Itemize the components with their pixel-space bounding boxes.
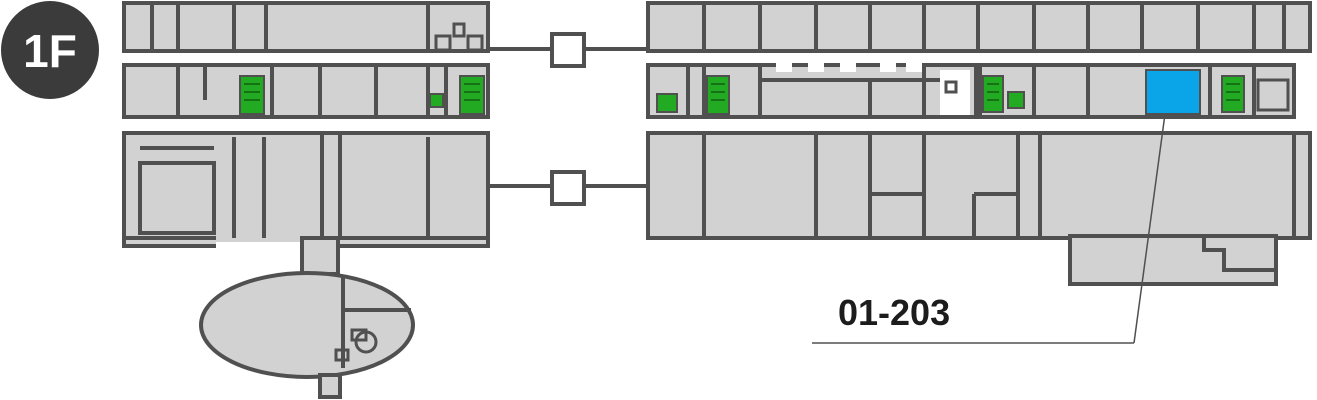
bridge-node <box>550 170 586 206</box>
east-mid-east-block <box>978 63 1296 119</box>
west-building <box>120 1 490 276</box>
bridge-node <box>550 32 586 68</box>
east-mid-west-block <box>646 63 978 119</box>
highlighted-room-01-203[interactable] <box>1145 69 1201 115</box>
floor-badge: 1F <box>1 1 99 99</box>
room-label: 01-203 <box>838 292 950 333</box>
east-building <box>644 1 1312 286</box>
stairs-icon <box>239 75 265 115</box>
pavilion <box>199 271 415 399</box>
stairs-icon <box>982 75 1004 113</box>
elevator-icon <box>1007 91 1025 109</box>
east-annex <box>1068 234 1278 286</box>
floor-badge-circle <box>1 1 99 99</box>
elevator-icon <box>429 93 444 108</box>
floor-label: 1F <box>23 25 77 77</box>
callout-leader-line <box>1133 113 1166 344</box>
east-bottom-block <box>646 131 1312 240</box>
stairs-icon <box>706 75 730 115</box>
connecting-bridges <box>488 32 648 206</box>
stairs-icon <box>459 75 485 115</box>
stairs-icon <box>1221 75 1245 113</box>
elevator-icon <box>656 93 678 113</box>
room-callout: 01-203 <box>812 113 1166 344</box>
pavilion-hall <box>199 271 415 379</box>
